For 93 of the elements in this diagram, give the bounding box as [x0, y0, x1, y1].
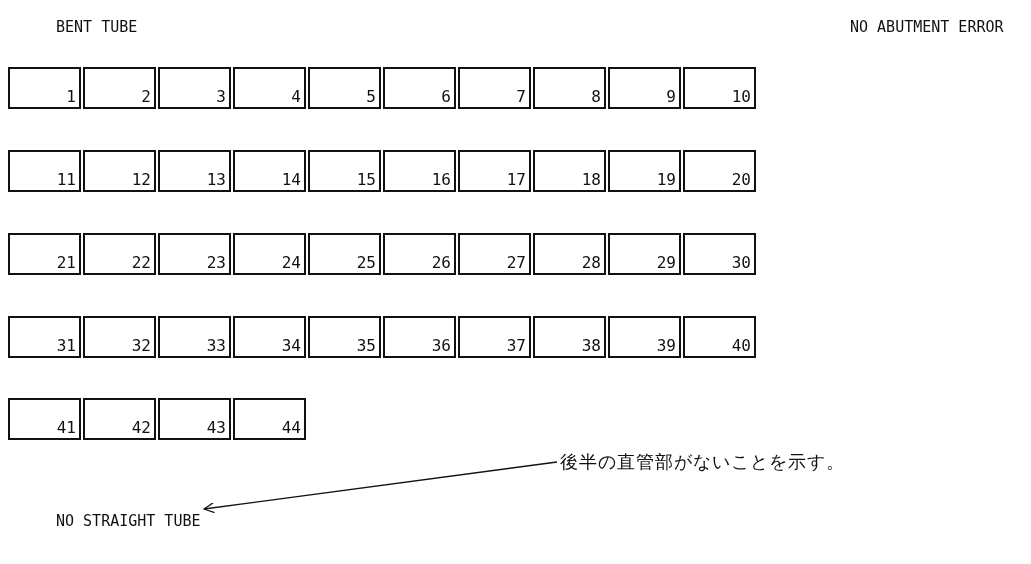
tube-box: [158, 316, 231, 358]
tube-box: [383, 233, 456, 275]
tube-number: 21: [56, 254, 76, 272]
tube-box: [608, 316, 681, 358]
tube-box: [83, 233, 156, 275]
tube-number: 3: [216, 88, 226, 106]
tube-box: [458, 67, 531, 109]
tube-box: [308, 316, 381, 358]
tube-number: 39: [656, 337, 676, 355]
tube-box: [233, 150, 306, 192]
tube-number: 32: [131, 337, 151, 355]
tube-box: [158, 150, 231, 192]
tube-box: [158, 233, 231, 275]
tube-number: 27: [506, 254, 526, 272]
tube-box: [533, 67, 606, 109]
tube-box: [8, 67, 81, 109]
note-text: 後半の直管部がないことを示す。: [560, 451, 845, 473]
leader-arrow: [203, 461, 558, 514]
tube-box: [233, 398, 306, 440]
tube-number: 30: [731, 254, 751, 272]
tube-number: 19: [656, 171, 676, 189]
tube-box: [608, 150, 681, 192]
tube-number: 4: [291, 88, 301, 106]
heading: BENT TUBE: [56, 18, 138, 36]
tube-box: [233, 233, 306, 275]
tube-number: 1: [66, 88, 76, 106]
tube-number: 23: [206, 254, 226, 272]
tube-box: [683, 67, 756, 109]
tube-number: 10: [731, 88, 751, 106]
tube-number: 9: [666, 88, 676, 106]
tube-box: [8, 316, 81, 358]
tube-box: [83, 398, 156, 440]
tube-number: 17: [506, 171, 526, 189]
tube-box: [383, 316, 456, 358]
tube-number: 34: [281, 337, 301, 355]
tube-number: 6: [441, 88, 451, 106]
tube-number: 33: [206, 337, 226, 355]
tube-number: 43: [206, 419, 226, 437]
tube-number: 29: [656, 254, 676, 272]
tube-number: 13: [206, 171, 226, 189]
tube-number: 42: [131, 419, 151, 437]
tube-number: 36: [431, 337, 451, 355]
tube-box: [233, 67, 306, 109]
tube-box: [308, 233, 381, 275]
tube-box: [83, 150, 156, 192]
tube-box: [308, 150, 381, 192]
tube-box: [683, 150, 756, 192]
tube-number: 14: [281, 171, 301, 189]
status-text: NO ABUTMENT ERROR: [850, 18, 1004, 36]
tube-box: [608, 67, 681, 109]
tube-number: 20: [731, 171, 751, 189]
tube-number: 28: [581, 254, 601, 272]
tube-box: [533, 150, 606, 192]
tube-number: 2: [141, 88, 151, 106]
tube-number: 12: [131, 171, 151, 189]
tube-number: 8: [591, 88, 601, 106]
status-text: NO STRAIGHT TUBE: [56, 512, 201, 530]
tube-box: [608, 233, 681, 275]
tube-box: [83, 67, 156, 109]
tube-box: [8, 233, 81, 275]
tube-number: 26: [431, 254, 451, 272]
tube-number: 38: [581, 337, 601, 355]
tube-box: [83, 316, 156, 358]
tube-box: [383, 150, 456, 192]
tube-number: 5: [366, 88, 376, 106]
tube-box: [233, 316, 306, 358]
tube-box: [383, 67, 456, 109]
tube-number: 31: [56, 337, 76, 355]
tube-box: [458, 316, 531, 358]
tube-box: [158, 398, 231, 440]
tube-number: 7: [516, 88, 526, 106]
tube-number: 11: [56, 171, 76, 189]
tube-number: 35: [356, 337, 376, 355]
tube-box: [683, 316, 756, 358]
tube-box: [458, 150, 531, 192]
tube-number: 22: [131, 254, 151, 272]
tube-box: [458, 233, 531, 275]
tube-box: [8, 398, 81, 440]
tube-box: [683, 233, 756, 275]
tube-box: [533, 233, 606, 275]
tube-number: 41: [56, 419, 76, 437]
tube-number: 15: [356, 171, 376, 189]
tube-number: 25: [356, 254, 376, 272]
tube-number: 16: [431, 171, 451, 189]
tube-number: 40: [731, 337, 751, 355]
tube-box: [158, 67, 231, 109]
tube-number: 18: [581, 171, 601, 189]
tube-box: [8, 150, 81, 192]
tube-number: 24: [281, 254, 301, 272]
tube-number: 37: [506, 337, 526, 355]
tube-number: 44: [281, 419, 301, 437]
tube-box: [533, 316, 606, 358]
tube-box: [308, 67, 381, 109]
